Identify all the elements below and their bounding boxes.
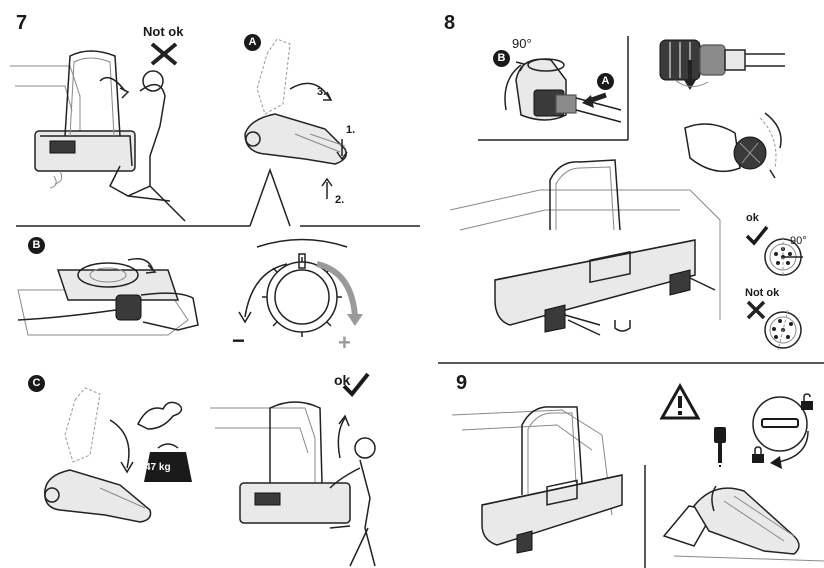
badge-a: A: [244, 34, 261, 51]
cross-icon-8: [746, 300, 766, 320]
step-number-8: 8: [444, 12, 456, 34]
minus-icon: −: [232, 328, 245, 353]
weight-label: 47 kg: [145, 462, 171, 473]
socket-not-ok-icon: [764, 309, 802, 351]
angle-label-top: 90°: [512, 36, 532, 51]
step-number-9: 9: [456, 372, 468, 394]
checkmark-icon-8: [745, 225, 769, 246]
illustration-carrier-mounted: [449, 159, 721, 336]
warning-icon: [659, 382, 701, 420]
checkmark-icon: [342, 372, 370, 397]
step-label-1: 1.: [346, 124, 356, 136]
not-ok-label: Not ok: [143, 24, 184, 39]
illustration-hand-rotate-plug: [684, 112, 782, 179]
ok-label-8: ok: [746, 212, 759, 224]
step-number-7: 7: [16, 12, 28, 34]
badge-c: C: [28, 375, 45, 392]
illustration-handle-release: [244, 38, 348, 199]
ok-label-7: ok: [334, 372, 351, 388]
weight-icon: [144, 443, 192, 482]
angle-label-ok: 90°: [790, 235, 807, 247]
illustration-car-person-lift-correct: [210, 401, 376, 567]
illustration-knob-tighten: [17, 258, 199, 336]
badge-b-step8: B: [493, 50, 510, 67]
badge-b: B: [28, 237, 45, 254]
badge-a-step8: A: [597, 73, 614, 90]
lock-dial-icon: [752, 396, 809, 469]
illustration-carrier-lock: [451, 406, 623, 554]
plus-icon: +: [338, 330, 351, 355]
strong-arm-icon: [136, 401, 183, 430]
illustration-plug-insert: [504, 58, 622, 123]
illustration-connector-closeup: [659, 39, 785, 90]
illustration-handle-lowered: [44, 387, 152, 523]
cross-icon: [150, 42, 178, 66]
key-icon: [714, 427, 726, 469]
step-label-2: 2.: [335, 194, 345, 206]
illustration-car-person-lift-wrong: [10, 50, 186, 222]
step-label-3: 3.: [317, 86, 327, 98]
lock-icon: [752, 446, 764, 463]
illustration-tension-dial: [238, 238, 363, 337]
socket-ok-icon: [764, 237, 803, 277]
unlock-icon: [801, 393, 813, 410]
not-ok-label-8: Not ok: [745, 287, 780, 299]
illustration-handle-lock-closeup: [662, 485, 824, 562]
